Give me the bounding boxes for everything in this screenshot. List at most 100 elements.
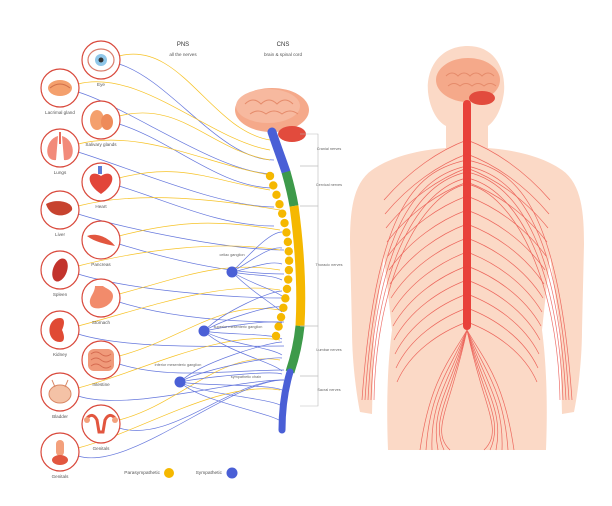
leg-nerve-right	[466, 329, 515, 451]
leg-nerve-right	[466, 329, 499, 451]
parasympathetic-nerve	[118, 222, 281, 237]
legend-parasympathetic-dot	[164, 468, 174, 478]
legend: Parasympathetic Sympathetic	[124, 467, 238, 479]
vertebra-ganglion	[275, 200, 284, 209]
sacral-segment	[278, 368, 294, 434]
organ-liver: Liver	[40, 190, 80, 237]
region-cranial: Cranial nerves	[300, 133, 342, 167]
body-nerve-right	[466, 209, 546, 271]
body-nerve-left	[390, 237, 468, 299]
intestine-icon	[88, 349, 114, 371]
ganglion-branch	[203, 290, 283, 332]
organ-eye: Eye	[81, 40, 121, 87]
vertebra-ganglion	[265, 171, 275, 181]
sympathetic-nerve	[118, 301, 285, 323]
organ-intestine: Intestine	[81, 340, 121, 387]
body-nerve-right	[466, 321, 538, 383]
body-nerve-left	[385, 167, 468, 229]
human-body-figure	[350, 46, 584, 451]
vertebra-ganglion	[281, 294, 290, 303]
vertebra-ganglion	[272, 190, 281, 200]
ganglion-branch	[203, 321, 283, 332]
body-nerve-right	[466, 251, 543, 313]
body-nerve-left	[389, 223, 468, 285]
arm-nerve-right	[466, 183, 561, 401]
body-nerve-right	[466, 237, 544, 299]
organ-label: Lungs	[54, 170, 67, 175]
organ-heart: Heart	[81, 162, 121, 209]
body-nerve-left	[395, 307, 468, 369]
body-nerve-left	[392, 265, 468, 327]
body-nerve-right	[466, 223, 545, 285]
region-label: Cranial nerves	[317, 147, 342, 151]
body-nerve-left	[394, 293, 468, 355]
leg-nerve-left	[431, 329, 468, 451]
parasympathetic-nerve	[118, 112, 271, 161]
inferior-mesenteric-ganglion-dot	[174, 376, 186, 388]
lumbar-segment	[285, 325, 305, 374]
spinal-cord	[265, 127, 306, 434]
organ-spleen: Spleen	[40, 250, 80, 297]
ganglion-branch	[231, 271, 283, 297]
ganglion-branch	[179, 381, 283, 423]
region-cervical: Cervical nerves	[300, 165, 342, 207]
arm-nerve-left	[364, 165, 468, 401]
body-nerve-right	[466, 279, 541, 341]
body-nerve-right	[466, 139, 551, 201]
leg-nerve-left	[441, 329, 468, 451]
sympathetic-nerve	[77, 379, 285, 459]
pancreas-icon	[87, 234, 115, 246]
ganglion-branch	[203, 330, 283, 340]
organ-kidney: Kidney	[40, 310, 80, 357]
organ-stomach: Stomach	[81, 278, 121, 325]
leg-nerve-left	[438, 329, 468, 451]
vertebra-ganglion	[274, 322, 283, 331]
parasympathetic-nerve	[77, 287, 281, 327]
ganglion-branch	[179, 357, 283, 383]
region-lumbar: Lumbar nerves	[300, 325, 342, 377]
ganglion-branch	[179, 381, 283, 391]
organ-lacrimal: Lacrimal gland	[40, 68, 80, 115]
organ-label: Kidney	[53, 352, 68, 357]
vertebra-ganglion	[282, 284, 292, 294]
leg-nerve-left	[425, 329, 468, 451]
parasympathetic-nerve	[118, 53, 271, 141]
vertebra-ganglion	[284, 247, 293, 256]
organ-salivary: Salivary glands	[81, 100, 121, 147]
vertebra-ganglion	[271, 331, 281, 341]
region-label: Cervical nerves	[316, 183, 342, 187]
sympathetic-nerve	[77, 379, 285, 401]
parasympathetic-nerve	[118, 266, 281, 295]
arm-nerve-right	[466, 165, 570, 401]
cervical-segment	[281, 170, 299, 207]
organ-genitals_f: Genitals	[81, 404, 121, 451]
parasympathetic-nerve	[77, 81, 271, 151]
vertebra-ganglion	[283, 237, 293, 247]
body-nerve-right	[466, 167, 549, 229]
ganglion-branch	[203, 306, 283, 332]
celiac-ganglion-dot	[226, 266, 238, 278]
sympathetic-chain-label: sympathetic chain	[231, 375, 261, 379]
body-nerve-left	[383, 139, 468, 201]
organ-label: Heart	[95, 204, 107, 209]
ganglion-branch	[179, 341, 283, 383]
arm-nerve-left	[370, 177, 468, 401]
heart-icon	[89, 166, 113, 194]
organ-genitals_m: Genitals	[40, 432, 80, 479]
sympathetic-nerve	[118, 185, 275, 227]
vertebra-ganglion	[282, 228, 291, 237]
body-nerve-left	[388, 209, 468, 271]
leg-nerve-right	[466, 329, 503, 451]
legend-parasympathetic-label: Parasympathetic	[124, 470, 160, 476]
kidney-icon	[49, 318, 64, 342]
lacrimal-icon	[48, 80, 72, 96]
organ-label: Liver	[55, 232, 65, 237]
parasympathetic-nerve	[77, 139, 271, 176]
body-nerve-left	[396, 321, 468, 383]
leg-nerve-right	[466, 329, 493, 451]
bladder-icon	[48, 379, 72, 404]
ganglion-branch	[179, 381, 283, 407]
body-nerve-left	[384, 153, 468, 215]
